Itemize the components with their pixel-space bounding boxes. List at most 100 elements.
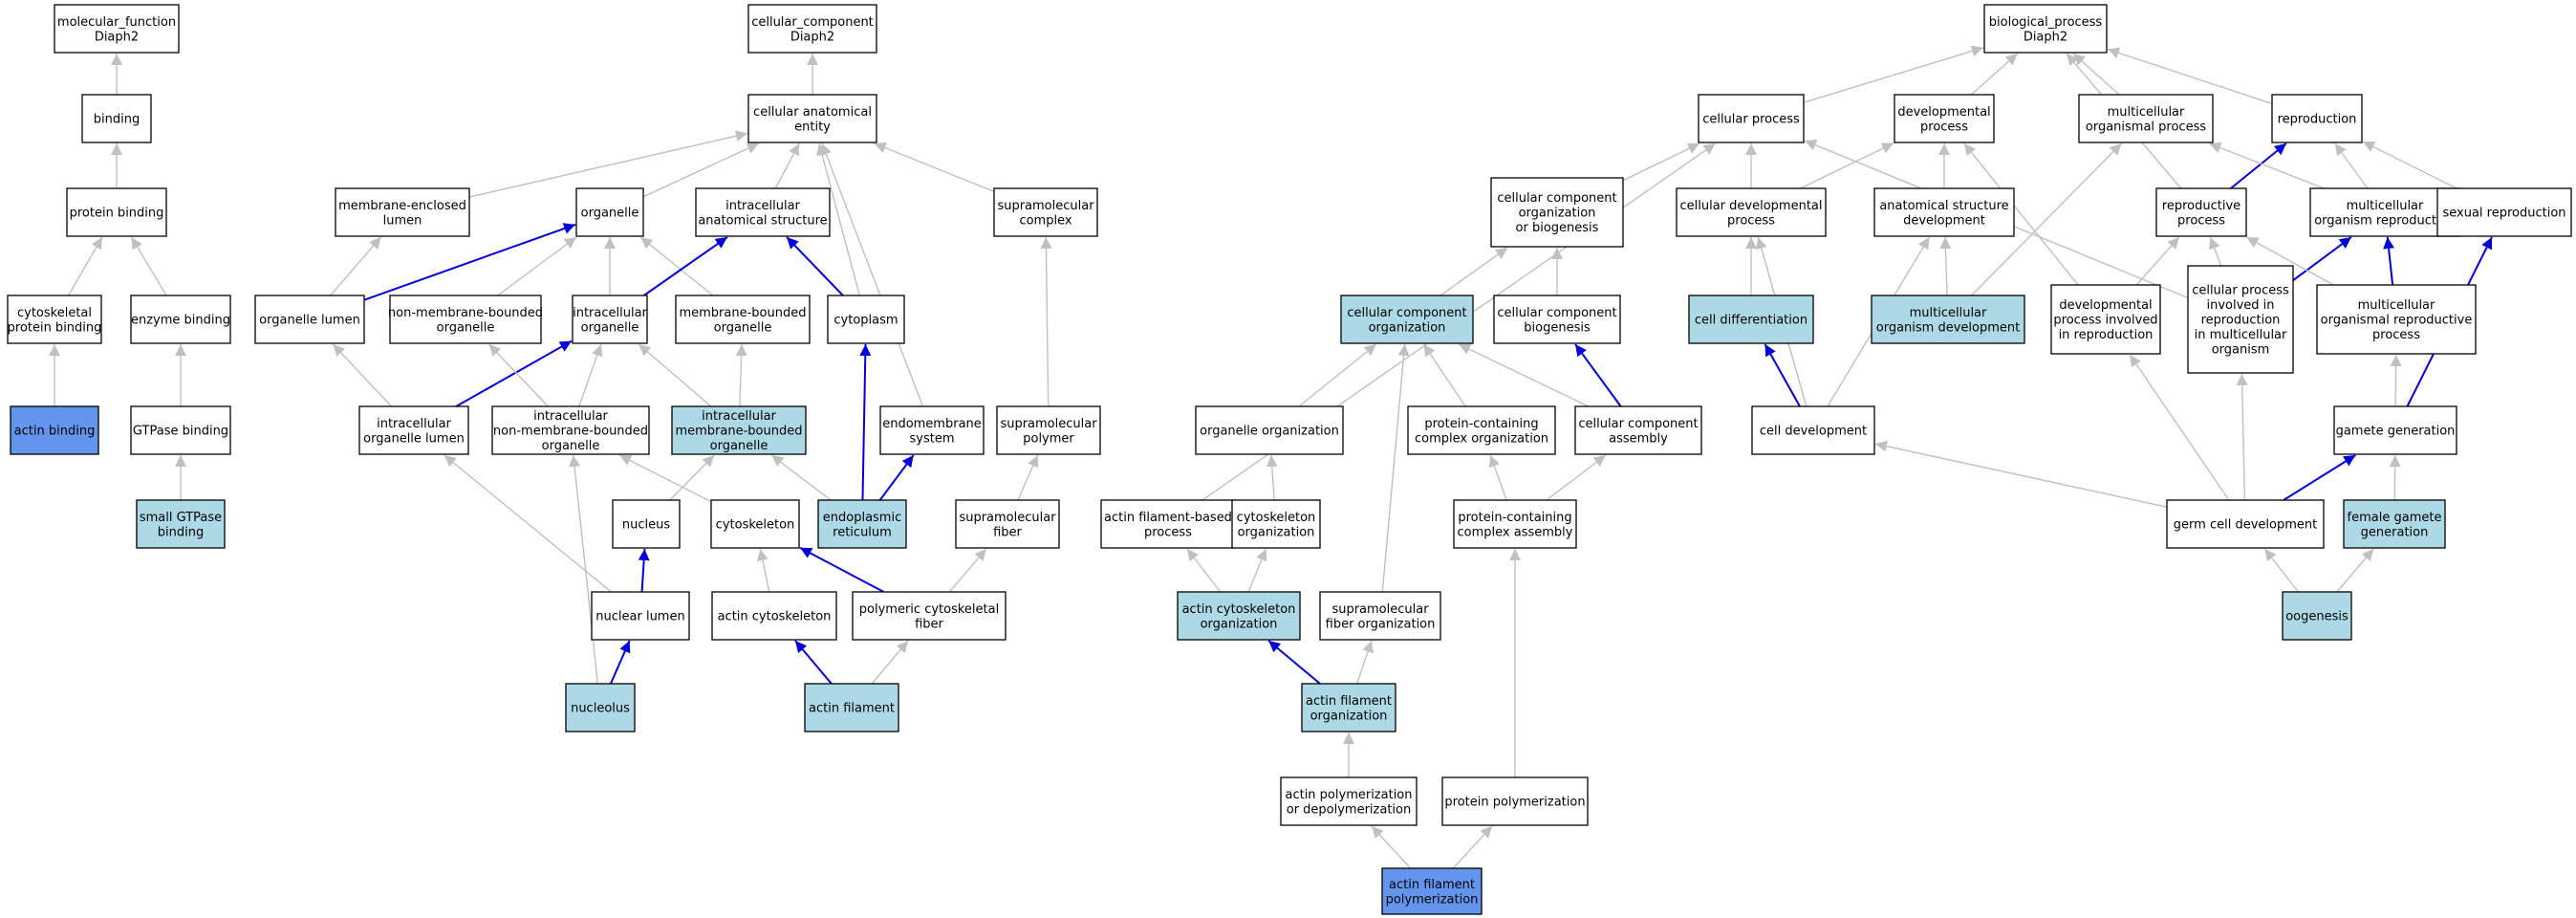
node-label: actin filament [1306,694,1392,709]
node-label: biogenesis [1524,320,1591,335]
node-org-lumen[interactable]: organelle lumen [254,295,365,344]
node-organelle[interactable]: organelle [575,187,644,237]
node-label: cellular process [2192,284,2289,298]
node-box [358,405,469,455]
node-nucleus[interactable]: nucleus [612,499,681,549]
node-cytoplasm[interactable]: cytoplasm [827,295,905,344]
edge-actin-fil-org-to-sup-fiber-org [1355,640,1374,685]
node-cell-diff[interactable]: cell differentiation [1688,295,1814,344]
node-oogenesis[interactable]: oogenesis [2282,591,2352,641]
node-organelle-org[interactable]: organelle organization [1195,405,1344,455]
node-box [747,94,877,143]
node-label: organelle [710,439,768,453]
edge-er-to-endomem [878,454,915,501]
node-protein-binding[interactable]: protein binding [66,187,167,237]
node-cell-dev[interactable]: cell development [1751,405,1875,455]
node-gtpase-binding[interactable]: GTPase binding [130,405,231,455]
node-label: binding [158,525,204,539]
node-box [389,295,542,344]
edge-cytoplasm-to-cae [816,142,861,296]
node-protein-poly[interactable]: protein polymerization [1441,776,1589,826]
node-label: Diaph2 [2024,30,2067,44]
node-box [711,591,837,641]
node-ic-nmb-org[interactable]: intracellularnon-membrane-boundedorganel… [491,405,650,455]
node-box [1490,177,1624,248]
node-label: cellular developmental [1680,199,1823,213]
node-label: membrane-bounded [679,306,806,320]
edge-ic-org-to-ias [643,236,728,296]
node-box [2078,94,2214,143]
node-box [996,405,1101,455]
node-label: organelle organization [1200,425,1339,439]
node-actin-cytosk[interactable]: actin cytoskeleton [711,591,837,641]
edge-cytosk-org-to-organelle-org [1266,454,1278,501]
node-nucleolus[interactable]: nucleolus [565,683,636,732]
edge-cc-assembly-to-cc-biogenesis [1574,343,1622,407]
node-actin-filament[interactable]: actin filament [804,683,899,732]
node-binding[interactable]: binding [81,94,152,143]
node-actin-binding[interactable]: actin binding [10,405,99,455]
node-label: intracellular [573,306,647,320]
node-box [2436,187,2572,237]
node-cell-process[interactable]: cellular process [1698,94,1805,143]
node-label: cellular process [1702,113,1800,127]
node-label: organism development [1876,320,2020,335]
node-enzyme-binding[interactable]: enzyme binding [130,295,231,344]
node-reproduction[interactable]: reproduction [2271,94,2363,143]
node-germ-cell-dev[interactable]: germ cell development [2166,499,2325,549]
node-gamete-gen[interactable]: gamete generation [2333,405,2457,455]
node-label: organelle [542,439,600,453]
node-nuc-lumen[interactable]: nuclear lumen [591,591,690,641]
node-label: binding [94,113,140,127]
node-cytoskeleton[interactable]: cytoskeleton [710,499,800,549]
node-box [1493,295,1621,344]
node-sexual-repro[interactable]: sexual reproduction [2436,187,2572,237]
edge-pc-complex-org-to-cc-org [1422,343,1466,407]
